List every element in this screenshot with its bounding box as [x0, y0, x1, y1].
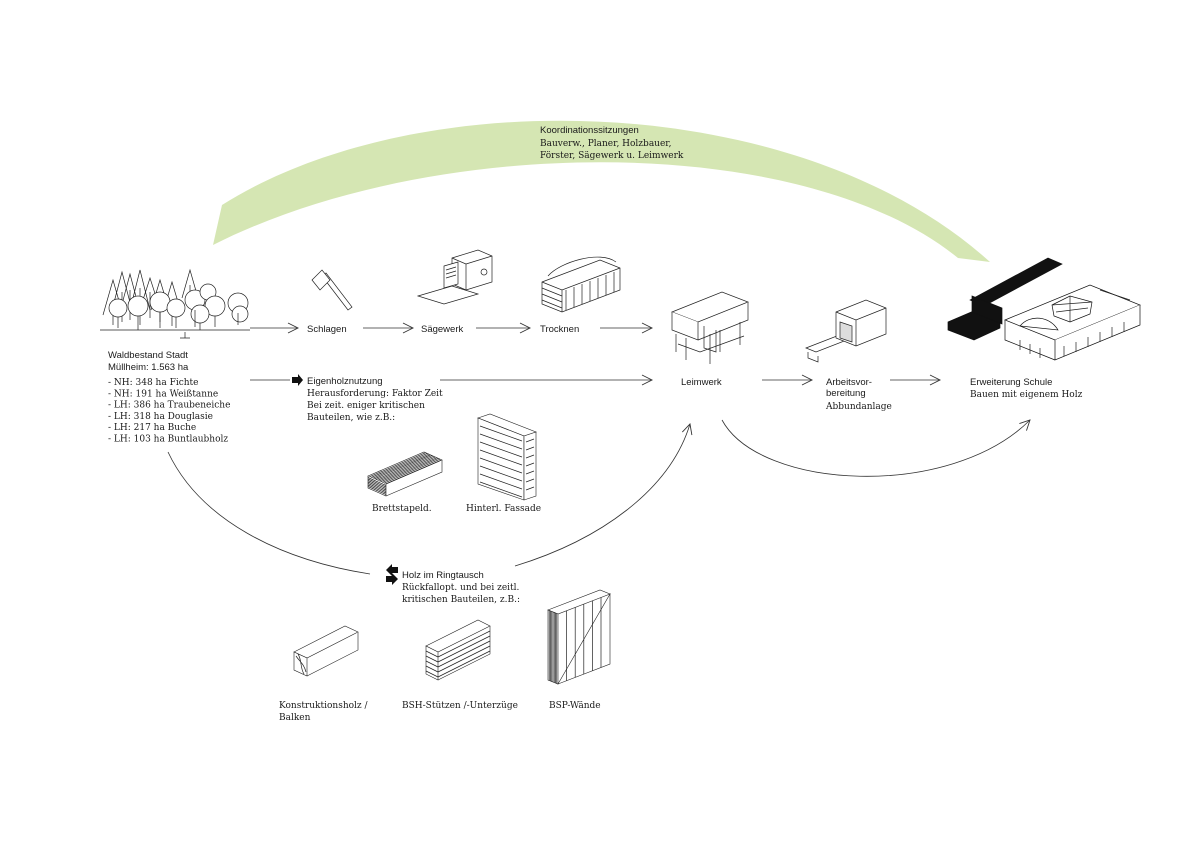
forest-species-item: - NH: 348 ha Fichte: [108, 378, 198, 388]
eigenholz-line-1: Herausforderung: Faktor Zeit: [307, 389, 443, 399]
forest-title: Waldbestand Stadt: [108, 350, 188, 361]
product-fassade: Hinterl. Fassade: [466, 504, 541, 514]
bsp-icon: [547, 589, 611, 685]
curve-leimwerk-schule: [721, 419, 1031, 477]
product-konstruktionsholz-2: Balken: [279, 713, 311, 723]
forest-species-item: - LH: 318 ha Douglasie: [108, 412, 213, 422]
arrow-right-icon: [292, 374, 303, 386]
joinery-machine-icon: [805, 299, 887, 363]
eigenholz-line-2: Bei zeit. eniger kritischen: [307, 401, 425, 411]
step-schule-sub: Bauen mit eigenem Holz: [970, 390, 1083, 400]
konstruktionsholz-icon: [293, 625, 359, 677]
coordination-line-2: Förster, Sägewerk u. Leimwerk: [540, 151, 684, 161]
step-abbundanlage: Abbundanlage: [825, 402, 892, 412]
timber-drying-icon: [541, 256, 621, 313]
forest-trees-icon: [100, 268, 250, 339]
forest-area: Müllheim: 1.563 ha: [108, 362, 189, 373]
eigenholz-title: Eigenholznutzung: [307, 376, 383, 387]
fassade-icon: [477, 413, 537, 501]
axe-icon: [311, 269, 353, 311]
step-trocknen: Trocknen: [540, 324, 579, 335]
curve-ringtausch-leimwerk: [514, 423, 693, 567]
eigenholz-line-3: Bauteilen, wie z.B.:: [307, 413, 395, 423]
brettstapel-icon: [367, 451, 443, 497]
coordination-title: Koordinationssitzungen: [540, 125, 639, 136]
step-arbeitsvorbereitung-2: bereitung: [826, 388, 866, 399]
glue-plant-icon: [671, 291, 749, 364]
sawmill-icon: [416, 249, 493, 305]
curve-forest-ringtausch: [167, 451, 371, 575]
step-leimwerk: Leimwerk: [681, 377, 722, 388]
step-arbeitsvorbereitung-1: Arbeitsvor-: [826, 377, 872, 388]
forest-species-item: - LH: 217 ha Buche: [108, 423, 196, 433]
product-bsh: BSH-Stützen /-Unterzüge: [402, 701, 518, 711]
forest-species-item: - NH: 191 ha Weißtanne: [108, 389, 218, 399]
coordination-line-1: Bauverw., Planer, Holzbauer,: [540, 139, 671, 149]
forest-species-item: - LH: 103 ha Buntlaubholz: [108, 435, 228, 445]
bsh-icon: [425, 619, 491, 681]
product-bsp: BSP-Wände: [549, 701, 601, 711]
forest-species-list: - NH: 348 ha Fichte- NH: 191 ha Weißtann…: [108, 378, 230, 445]
product-konstruktionsholz-1: Konstruktionsholz /: [279, 701, 369, 711]
step-schule-title: Erweiterung Schule: [970, 377, 1052, 388]
product-brettstapel: Brettstapeld.: [372, 504, 432, 514]
ringtausch-line-2: kritischen Bauteilen, z.B.:: [402, 595, 520, 605]
forest-species-item: - LH: 386 ha Traubeneiche: [108, 401, 230, 411]
school-building-icon: [947, 257, 1141, 361]
ringtausch-title: Holz im Ringtausch: [402, 570, 484, 581]
step-schlagen: Schlagen: [307, 324, 347, 335]
ringtausch-line-1: Rückfallopt. und bei zeitl.: [402, 583, 520, 593]
coordination-arc: [213, 120, 990, 262]
exchange-arrows-icon: [386, 564, 398, 585]
step-saegewerk: Sägewerk: [421, 324, 463, 335]
